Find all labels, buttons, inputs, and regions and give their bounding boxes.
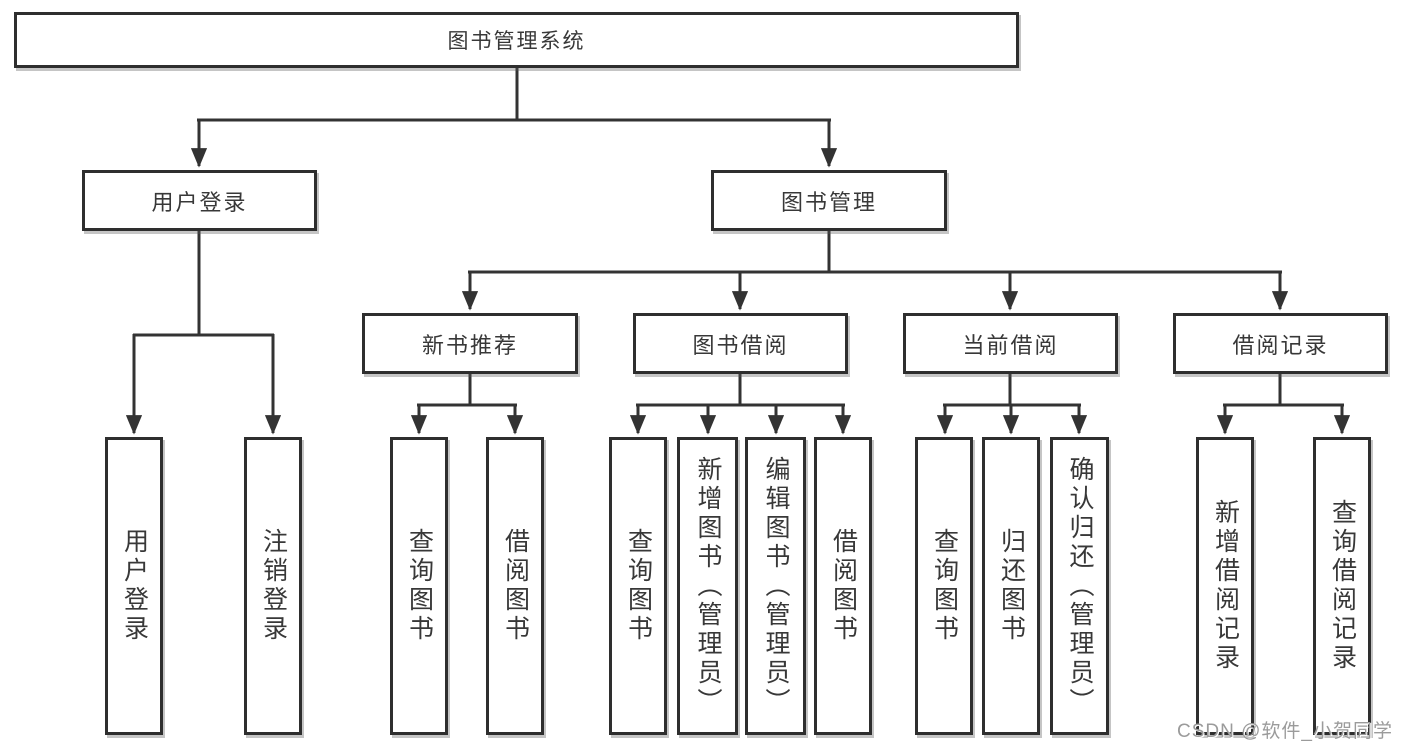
node-label: 借阅记录	[1232, 332, 1329, 358]
node-label: 图书管理系统	[447, 30, 586, 53]
leaf-label: 查询图书	[930, 528, 959, 644]
node-label: 当前借阅	[962, 332, 1059, 358]
leaf-label: 新增图书（管理员）	[694, 455, 722, 717]
node-label: 图书借阅	[692, 332, 789, 358]
node-book-borrow: 图书借阅	[633, 313, 848, 374]
leaf-logout: 注销登录	[244, 437, 302, 735]
leaf-label: 查询借阅记录	[1328, 499, 1357, 673]
leaf-query-books-recommend: 查询图书	[390, 437, 448, 735]
leaf-label: 注销登录	[259, 528, 288, 644]
leaf-add-borrow-record: 新增借阅记录	[1196, 437, 1254, 735]
leaf-label: 借阅图书	[829, 528, 858, 644]
leaf-query-books-borrow: 查询图书	[609, 437, 667, 735]
leaf-borrow-books: 借阅图书	[814, 437, 872, 735]
node-current-borrow: 当前借阅	[903, 313, 1118, 374]
leaf-label: 归还图书	[997, 528, 1026, 644]
leaf-label: 新增借阅记录	[1211, 499, 1240, 673]
leaf-query-borrow-record: 查询借阅记录	[1313, 437, 1371, 735]
node-library-management-system: 图书管理系统	[14, 12, 1019, 68]
leaf-label: 编辑图书（管理员）	[762, 455, 790, 717]
node-label: 新书推荐	[421, 332, 518, 358]
node-borrow-records: 借阅记录	[1173, 313, 1388, 374]
leaf-confirm-return-admin: 确认归还（管理员）	[1050, 437, 1109, 735]
leaf-query-books-current: 查询图书	[915, 437, 973, 735]
leaf-label: 确认归还（管理员）	[1066, 455, 1094, 717]
leaf-label: 用户登录	[120, 528, 149, 644]
leaf-return-book: 归还图书	[982, 437, 1040, 735]
leaf-user-login: 用户登录	[105, 437, 163, 735]
node-label: 用户登录	[151, 189, 248, 215]
node-label: 图书管理	[780, 189, 877, 215]
leaf-label: 查询图书	[405, 528, 434, 644]
csdn-watermark: CSDN @软件_小贺同学	[1177, 721, 1393, 742]
node-book-management: 图书管理	[711, 170, 947, 231]
leaf-borrow-books-recommend: 借阅图书	[486, 437, 544, 735]
leaf-label: 查询图书	[624, 528, 653, 644]
leaf-add-book-admin: 新增图书（管理员）	[677, 437, 738, 735]
node-user-login: 用户登录	[82, 170, 317, 231]
node-new-book-recommend: 新书推荐	[362, 313, 578, 374]
leaf-label: 借阅图书	[501, 528, 530, 644]
leaf-edit-book-admin: 编辑图书（管理员）	[745, 437, 806, 735]
